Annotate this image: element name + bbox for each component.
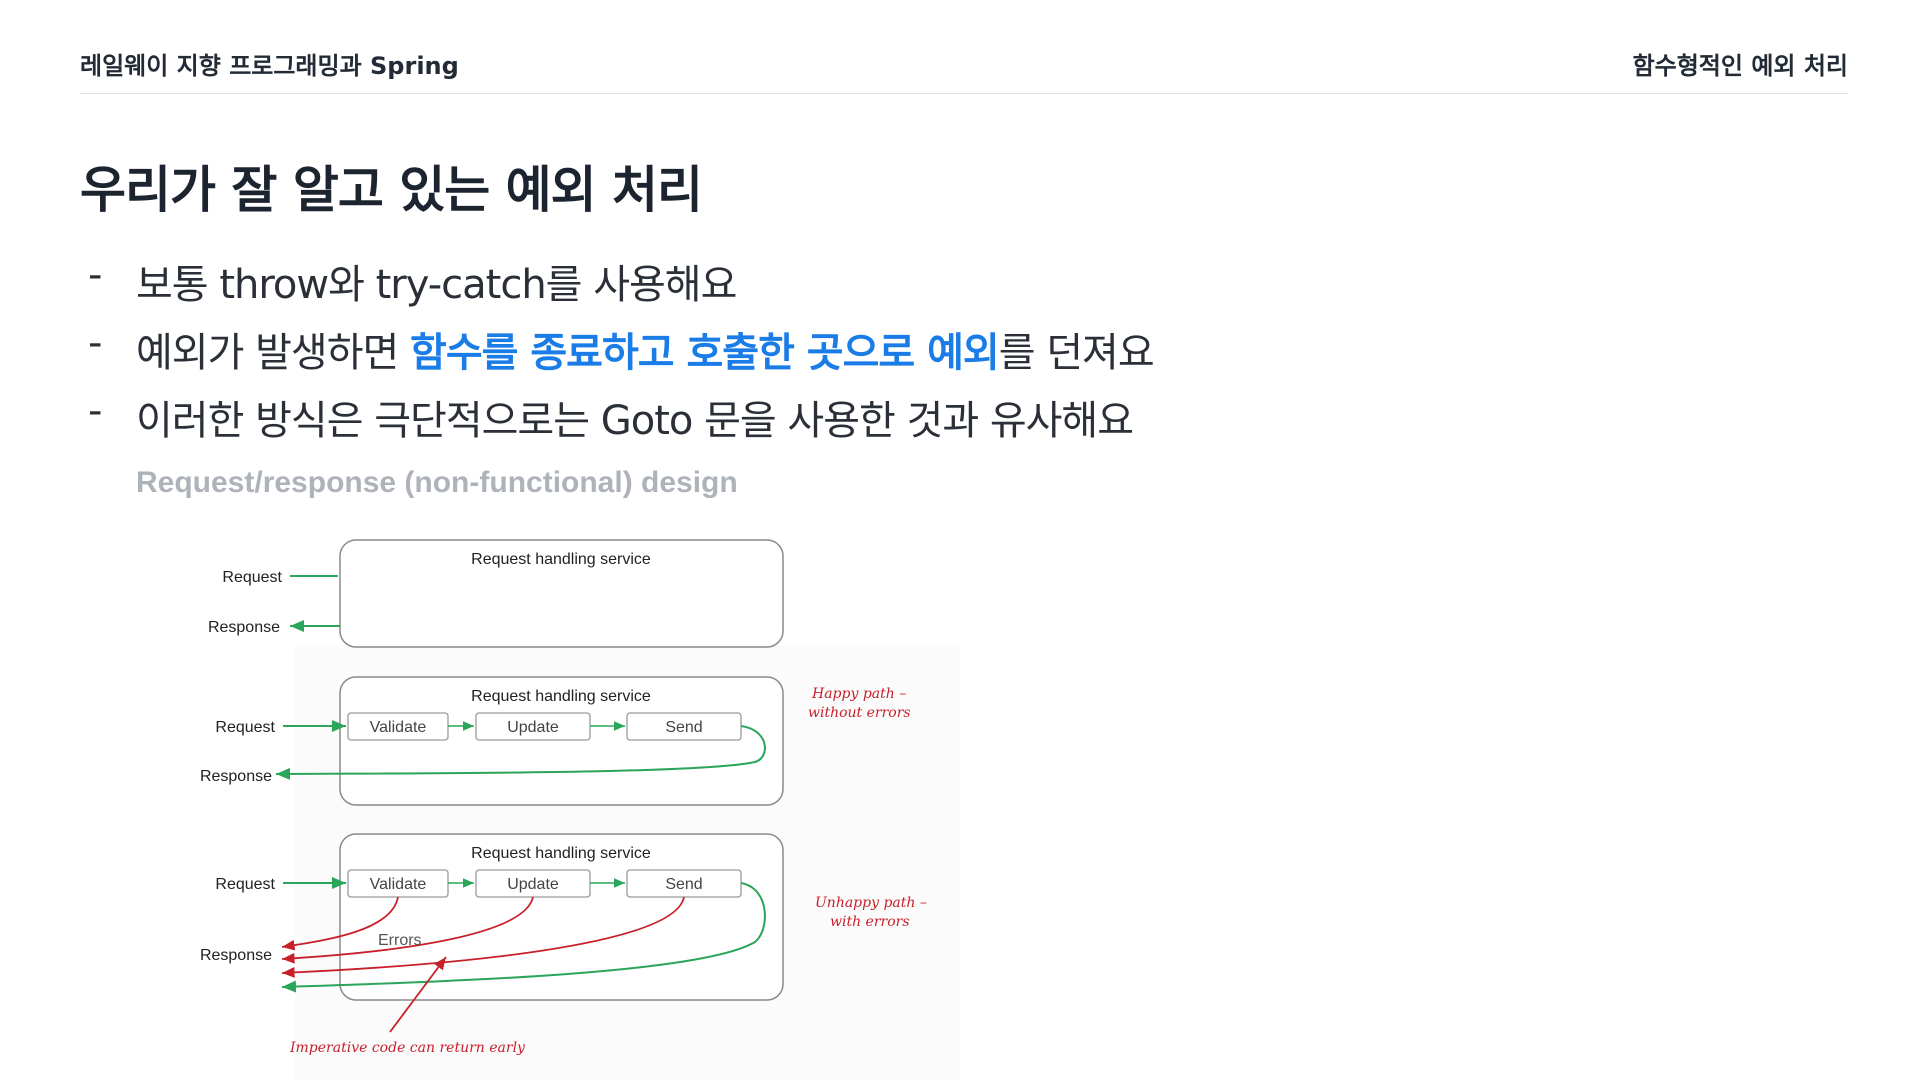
service-label: Request handling service [471,551,651,568]
step-send-label: Send [665,719,702,736]
happy-path-note: without errors [808,705,911,721]
bullet-text: 보통 throw와 try-catch를 사용해요 [136,262,737,308]
error-return-update [281,896,534,964]
figure-caption: Request/response (non-functional) design [136,466,738,499]
imperative-note: Imperative code can return early [289,1040,526,1056]
unhappy-path-note: Unhappy path – [815,895,927,911]
step-update-label: Update [507,876,559,893]
bullet-dash: - [88,320,102,366]
service-label: Request handling service [471,688,651,705]
slide-title: 우리가 잘 알고 있는 예외 처리 [80,161,703,219]
step-send-label: Send [665,876,702,893]
response-label: Response [200,768,272,785]
bullet-text-suffix: 를 던져요 [998,330,1155,376]
header-left-title: 레일웨이 지향 프로그래밍과 Spring [80,52,459,80]
step-validate-label: Validate [370,719,427,736]
bullet-highlight: 함수를 종료하고 호출한 곳으로 예외 [410,330,1000,376]
request-label: Request [215,719,275,736]
bullet-text-prefix: 예외가 발생하면 [136,330,411,376]
response-label: Response [208,619,280,636]
bullet-dash: - [88,252,102,298]
diagram-simple: Request handling service Request Respons… [208,539,784,648]
header-right-title: 함수형적인 예외 처리 [1632,52,1848,80]
errors-label: Errors [378,932,422,949]
unhappy-path-note: with errors [830,914,910,930]
bullet-dash: - [88,388,102,434]
service-label: Request handling service [471,845,651,862]
annotation-arrow [389,956,447,1033]
request-label: Request [222,569,282,586]
bullet-text: 예외가 발생하면 함수를 종료하고 호출한 곳으로 예외를 던져요 [136,320,1155,378]
step-validate-label: Validate [370,876,427,893]
response-label: Response [200,947,272,964]
header-divider [80,93,1848,94]
bullet-text: 이러한 방식은 극단적으로는 Goto 문을 사용한 것과 유사해요 [136,398,1134,444]
request-label: Request [215,876,275,893]
error-return-send [281,896,685,978]
response-return-path [281,882,766,993]
error-return-validate [281,896,399,951]
step-update-label: Update [507,719,559,736]
service-box [339,539,784,648]
happy-path-note: Happy path – [811,686,906,702]
diagram-happy-path: Request handling service Request Respons… [200,676,911,806]
diagram-unhappy-path: Request handling service Request Respons… [200,833,927,1056]
response-return-path [275,725,766,780]
